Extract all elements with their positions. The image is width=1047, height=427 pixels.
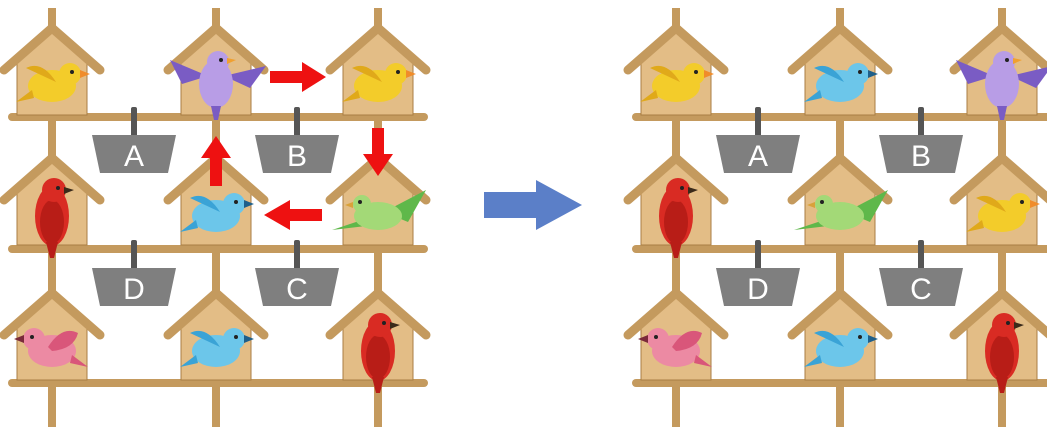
- plate-d: D: [92, 240, 176, 306]
- blue-bird-icon: [804, 63, 878, 102]
- arrow-left: [264, 200, 322, 230]
- wooden-shelf: [632, 245, 1047, 253]
- plate-label: B: [287, 140, 307, 173]
- plate-label: C: [286, 273, 308, 306]
- red-bird-icon: [985, 313, 1024, 393]
- plate-label: C: [910, 273, 932, 306]
- arrow-right-icon: [484, 180, 582, 230]
- blue-bird-icon: [180, 193, 254, 232]
- plate-a: A: [716, 107, 800, 173]
- arrow-down: [363, 128, 393, 176]
- plate-b: B: [255, 107, 339, 173]
- before-grid: A B C D: [0, 8, 431, 427]
- pink-bird-icon: [638, 328, 712, 367]
- wooden-shelf: [632, 379, 1047, 387]
- blue-bird-icon: [180, 328, 254, 367]
- plate-d: D: [716, 240, 800, 306]
- plate-c: C: [879, 240, 963, 306]
- purple-bird-icon: [170, 51, 266, 120]
- wooden-shelf: [8, 245, 428, 253]
- red-bird-icon: [361, 313, 400, 393]
- blue-bird-icon: [804, 328, 878, 367]
- red-bird-icon: [659, 178, 698, 258]
- plate-c: C: [255, 240, 339, 306]
- green-bird-icon: [332, 190, 426, 230]
- plate-a: A: [92, 107, 176, 173]
- yellow-bird-icon: [640, 63, 714, 102]
- plate-label: A: [124, 140, 144, 173]
- green-bird-icon: [794, 190, 888, 230]
- transition-arrow: [484, 180, 582, 230]
- pink-bird-icon: [14, 328, 88, 367]
- move-arrows: [201, 62, 393, 230]
- plate-b: B: [879, 107, 963, 173]
- plate-label: B: [911, 140, 931, 173]
- red-bird-icon: [35, 178, 74, 258]
- plate-label: A: [748, 140, 768, 173]
- wooden-shelf: [8, 379, 428, 387]
- wooden-shelf: [632, 113, 1047, 121]
- plate-label: D: [123, 273, 145, 306]
- yellow-bird-icon: [16, 63, 90, 102]
- purple-bird-icon: [956, 51, 1047, 120]
- yellow-bird-icon: [966, 193, 1040, 232]
- after-grid: A B C D: [623, 8, 1047, 427]
- yellow-bird-icon: [342, 63, 416, 102]
- arrow-right: [270, 62, 326, 92]
- plate-label: D: [747, 273, 769, 306]
- arrow-up: [201, 136, 231, 186]
